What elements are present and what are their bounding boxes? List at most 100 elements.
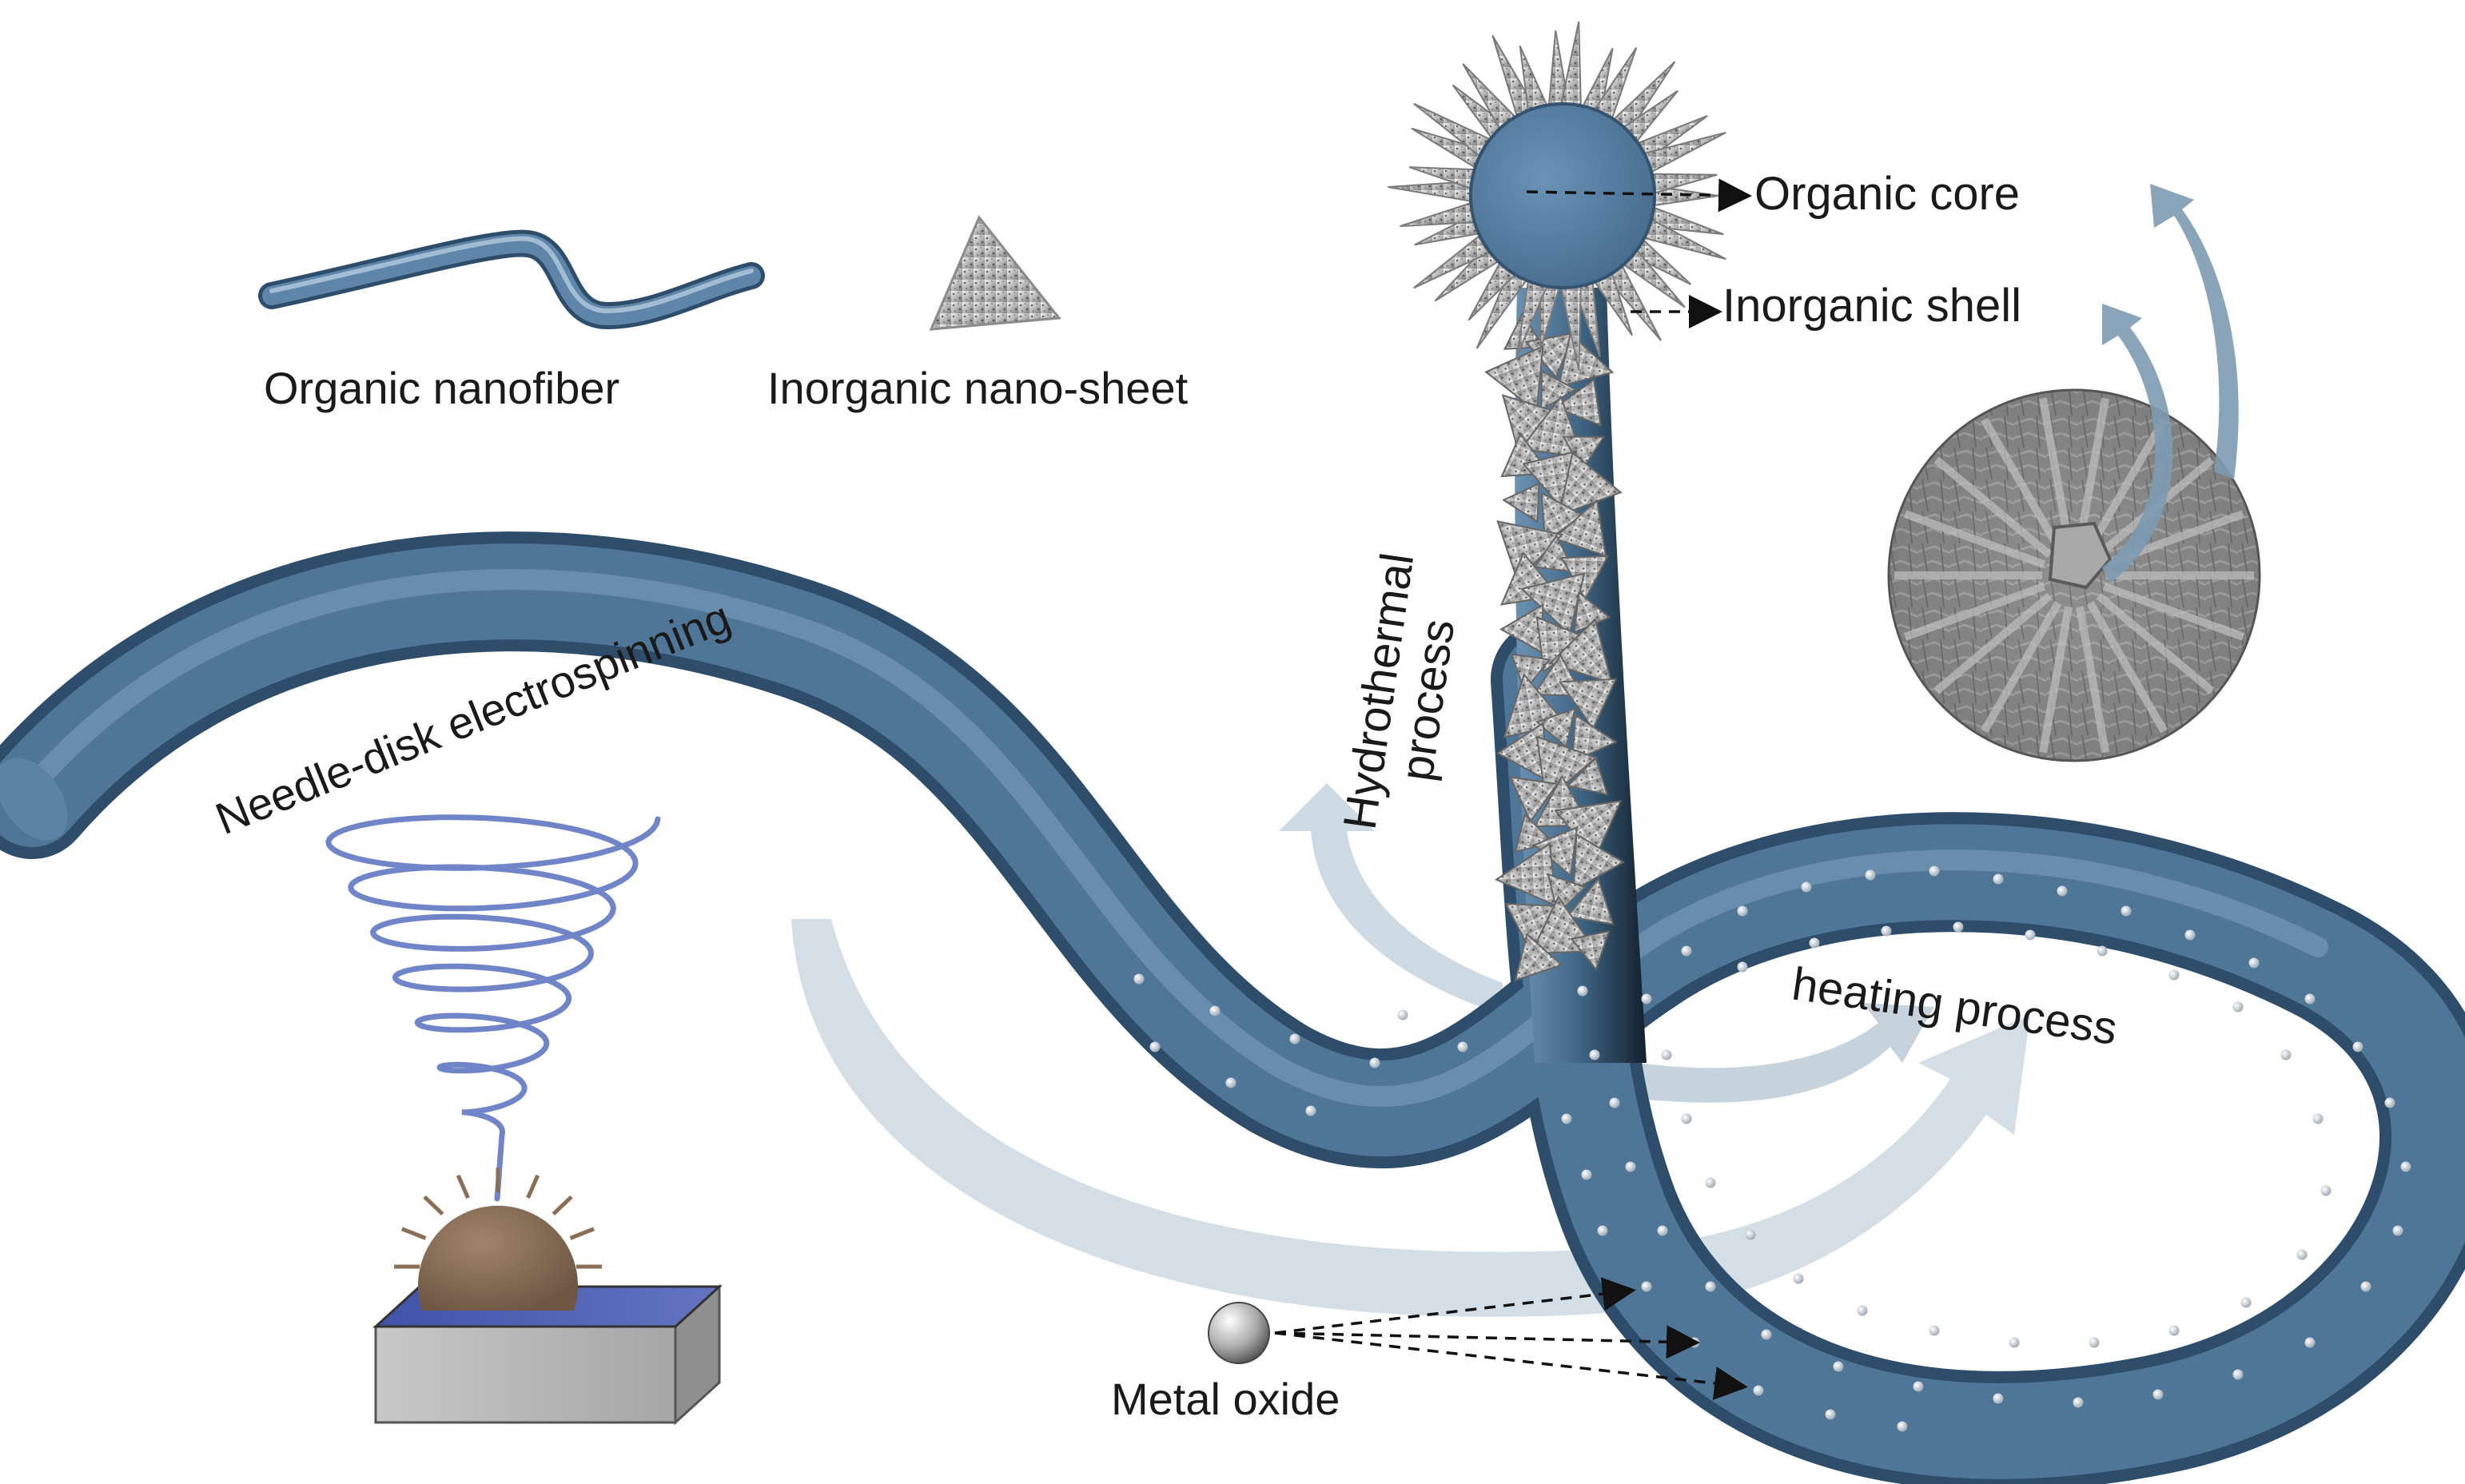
nanosheet (1508, 776, 1559, 823)
nanosheet (1570, 930, 1611, 971)
metal-oxide-dot (1753, 1385, 1764, 1396)
metal-oxide-dot (1809, 937, 1820, 949)
metal-oxide-dot (1641, 993, 1652, 1005)
metal-oxide-dot (2152, 1389, 2164, 1400)
nanosheet (1496, 520, 1564, 583)
metal-oxide-dot (1457, 1041, 1468, 1052)
metal-oxide-dot (2240, 1297, 2252, 1308)
nanosheet (1566, 756, 1609, 796)
triangle-nanosheet-icon (929, 215, 1061, 331)
metal-oxide-dot (1657, 1225, 1668, 1236)
sem-to-shell-arrow (2102, 304, 2173, 583)
metal-oxide-dot (2057, 885, 2068, 897)
metal-oxide-dot (1705, 1177, 1716, 1188)
metal-oxide-dot (1149, 1041, 1161, 1052)
metal-oxide-dot (1305, 1105, 1316, 1116)
metal-oxide-dot (2280, 1049, 2292, 1060)
nanosheet (1510, 653, 1551, 693)
organic-core-pointer (1526, 178, 1752, 213)
metal-oxide-dot (2304, 1337, 2316, 1348)
metal-oxide-dot (2320, 1185, 2332, 1196)
hydrothermal-label: Hydrothermal process (1334, 550, 1465, 833)
metal-oxide-dot (1761, 1329, 1772, 1340)
metal-oxide-dot (1929, 1325, 1940, 1336)
metal-oxide-dot (2073, 1397, 2084, 1408)
metal-oxide-dot (2168, 969, 2180, 981)
metal-oxide-dot (1133, 973, 1145, 985)
metal-oxide-dot (1661, 1049, 1672, 1060)
nanosheet (1484, 344, 1544, 414)
nanosheet (1554, 378, 1602, 427)
metal-oxide-dot (1801, 881, 1812, 893)
metal-oxide-dot (2312, 1113, 2324, 1124)
metal-oxide-legend: Metal oxide (1111, 1277, 1748, 1424)
metal-oxide-dot (2392, 1225, 2403, 1236)
metal-oxide-dot (1581, 1169, 1592, 1180)
needle-disk (394, 1168, 602, 1311)
metal-oxide-dot (2296, 1249, 2308, 1260)
organic-core-label: Organic core (1754, 168, 2020, 220)
metal-oxide-dot (1597, 1225, 1608, 1236)
nanosheet (1514, 933, 1563, 982)
metal-oxide-dot (1953, 921, 1964, 933)
metal-oxide-dot (1793, 1273, 1804, 1284)
metal-oxide-dot (1577, 985, 1588, 997)
metal-oxide-dot (2089, 1337, 2100, 1348)
metal-oxide-dot (1225, 1077, 1236, 1088)
nanosheet (1571, 714, 1618, 763)
metal-oxide-dot (1913, 1381, 1924, 1392)
metal-oxide-dot (1369, 1057, 1380, 1068)
metal-oxide-dot (1825, 1409, 1836, 1420)
metal-oxide-dot (2097, 945, 2108, 957)
metal-oxide-dot (2352, 1041, 2363, 1052)
metal-oxide-dot (2009, 1337, 2020, 1348)
metal-oxide-dot (2168, 1325, 2180, 1336)
nanosheet (1558, 451, 1623, 517)
metal-oxide-dot (1681, 1113, 1692, 1124)
heating-label: heating process (1789, 958, 2121, 1055)
core-shell-cross-section (1388, 21, 1726, 371)
metal-oxide-dot (1289, 1033, 1300, 1044)
metal-oxide-dot (1857, 1305, 1868, 1316)
hydrothermal-flow-arrow (1279, 783, 1503, 1015)
electrospinning-flow-arrow (791, 919, 2030, 1317)
metal-oxide-dot (2232, 1001, 2244, 1013)
metal-oxide-dot (2360, 1281, 2371, 1292)
metal-oxide-dot (2304, 993, 2316, 1005)
metal-oxide-dot (1993, 1393, 2004, 1404)
metal-oxide-dot (2384, 1097, 2395, 1108)
metal-oxide-dot (1865, 869, 1876, 881)
metal-oxide-dot (1929, 865, 1940, 877)
nanosheet (1566, 877, 1615, 925)
sphere-icon (1208, 1302, 1270, 1364)
heating-flow-arrow (1639, 1003, 1934, 1103)
nanosheet (1552, 499, 1607, 557)
inorganic-nanosheet-label: Inorganic nano-sheet (767, 363, 1189, 413)
organic-nanofiber-label: Organic nanofiber (264, 363, 619, 413)
inorganic-nanosheets-on-fiber (1484, 311, 1625, 982)
sem-micrograph (1887, 184, 2261, 762)
metal-oxide-dot (2400, 1161, 2411, 1172)
metal-oxide-dot (1745, 1229, 1756, 1240)
nanosheet (1535, 707, 1576, 749)
inorganic-shell-label: Inorganic shell (1722, 280, 2021, 332)
electrospinning-apparatus (325, 814, 723, 1426)
metal-oxide-dot (1681, 945, 1692, 957)
metal-oxide-dot (1833, 1361, 1844, 1372)
metal-oxide-dot (2232, 1369, 2244, 1380)
metal-oxide-dot (1589, 1049, 1600, 1060)
metal-oxide-dot (1705, 1281, 1716, 1292)
nanosheet (1557, 332, 1615, 388)
metal-oxide-dot (1561, 1113, 1572, 1124)
metal-oxide-dot (1737, 905, 1748, 917)
metal-oxide-dot (2248, 957, 2260, 969)
nanosheet (1532, 826, 1579, 877)
metal-oxide-dot (1993, 873, 2004, 885)
legend: Organic nanofiber Inorganic nano-sheet (258, 215, 1189, 413)
metal-oxide-label: Metal oxide (1111, 1374, 1340, 1424)
metal-oxide-dot (1641, 1281, 1652, 1292)
process-arrows (791, 783, 2030, 1317)
nanosheet (1502, 482, 1540, 523)
metal-oxide-dot (1209, 1005, 1221, 1017)
